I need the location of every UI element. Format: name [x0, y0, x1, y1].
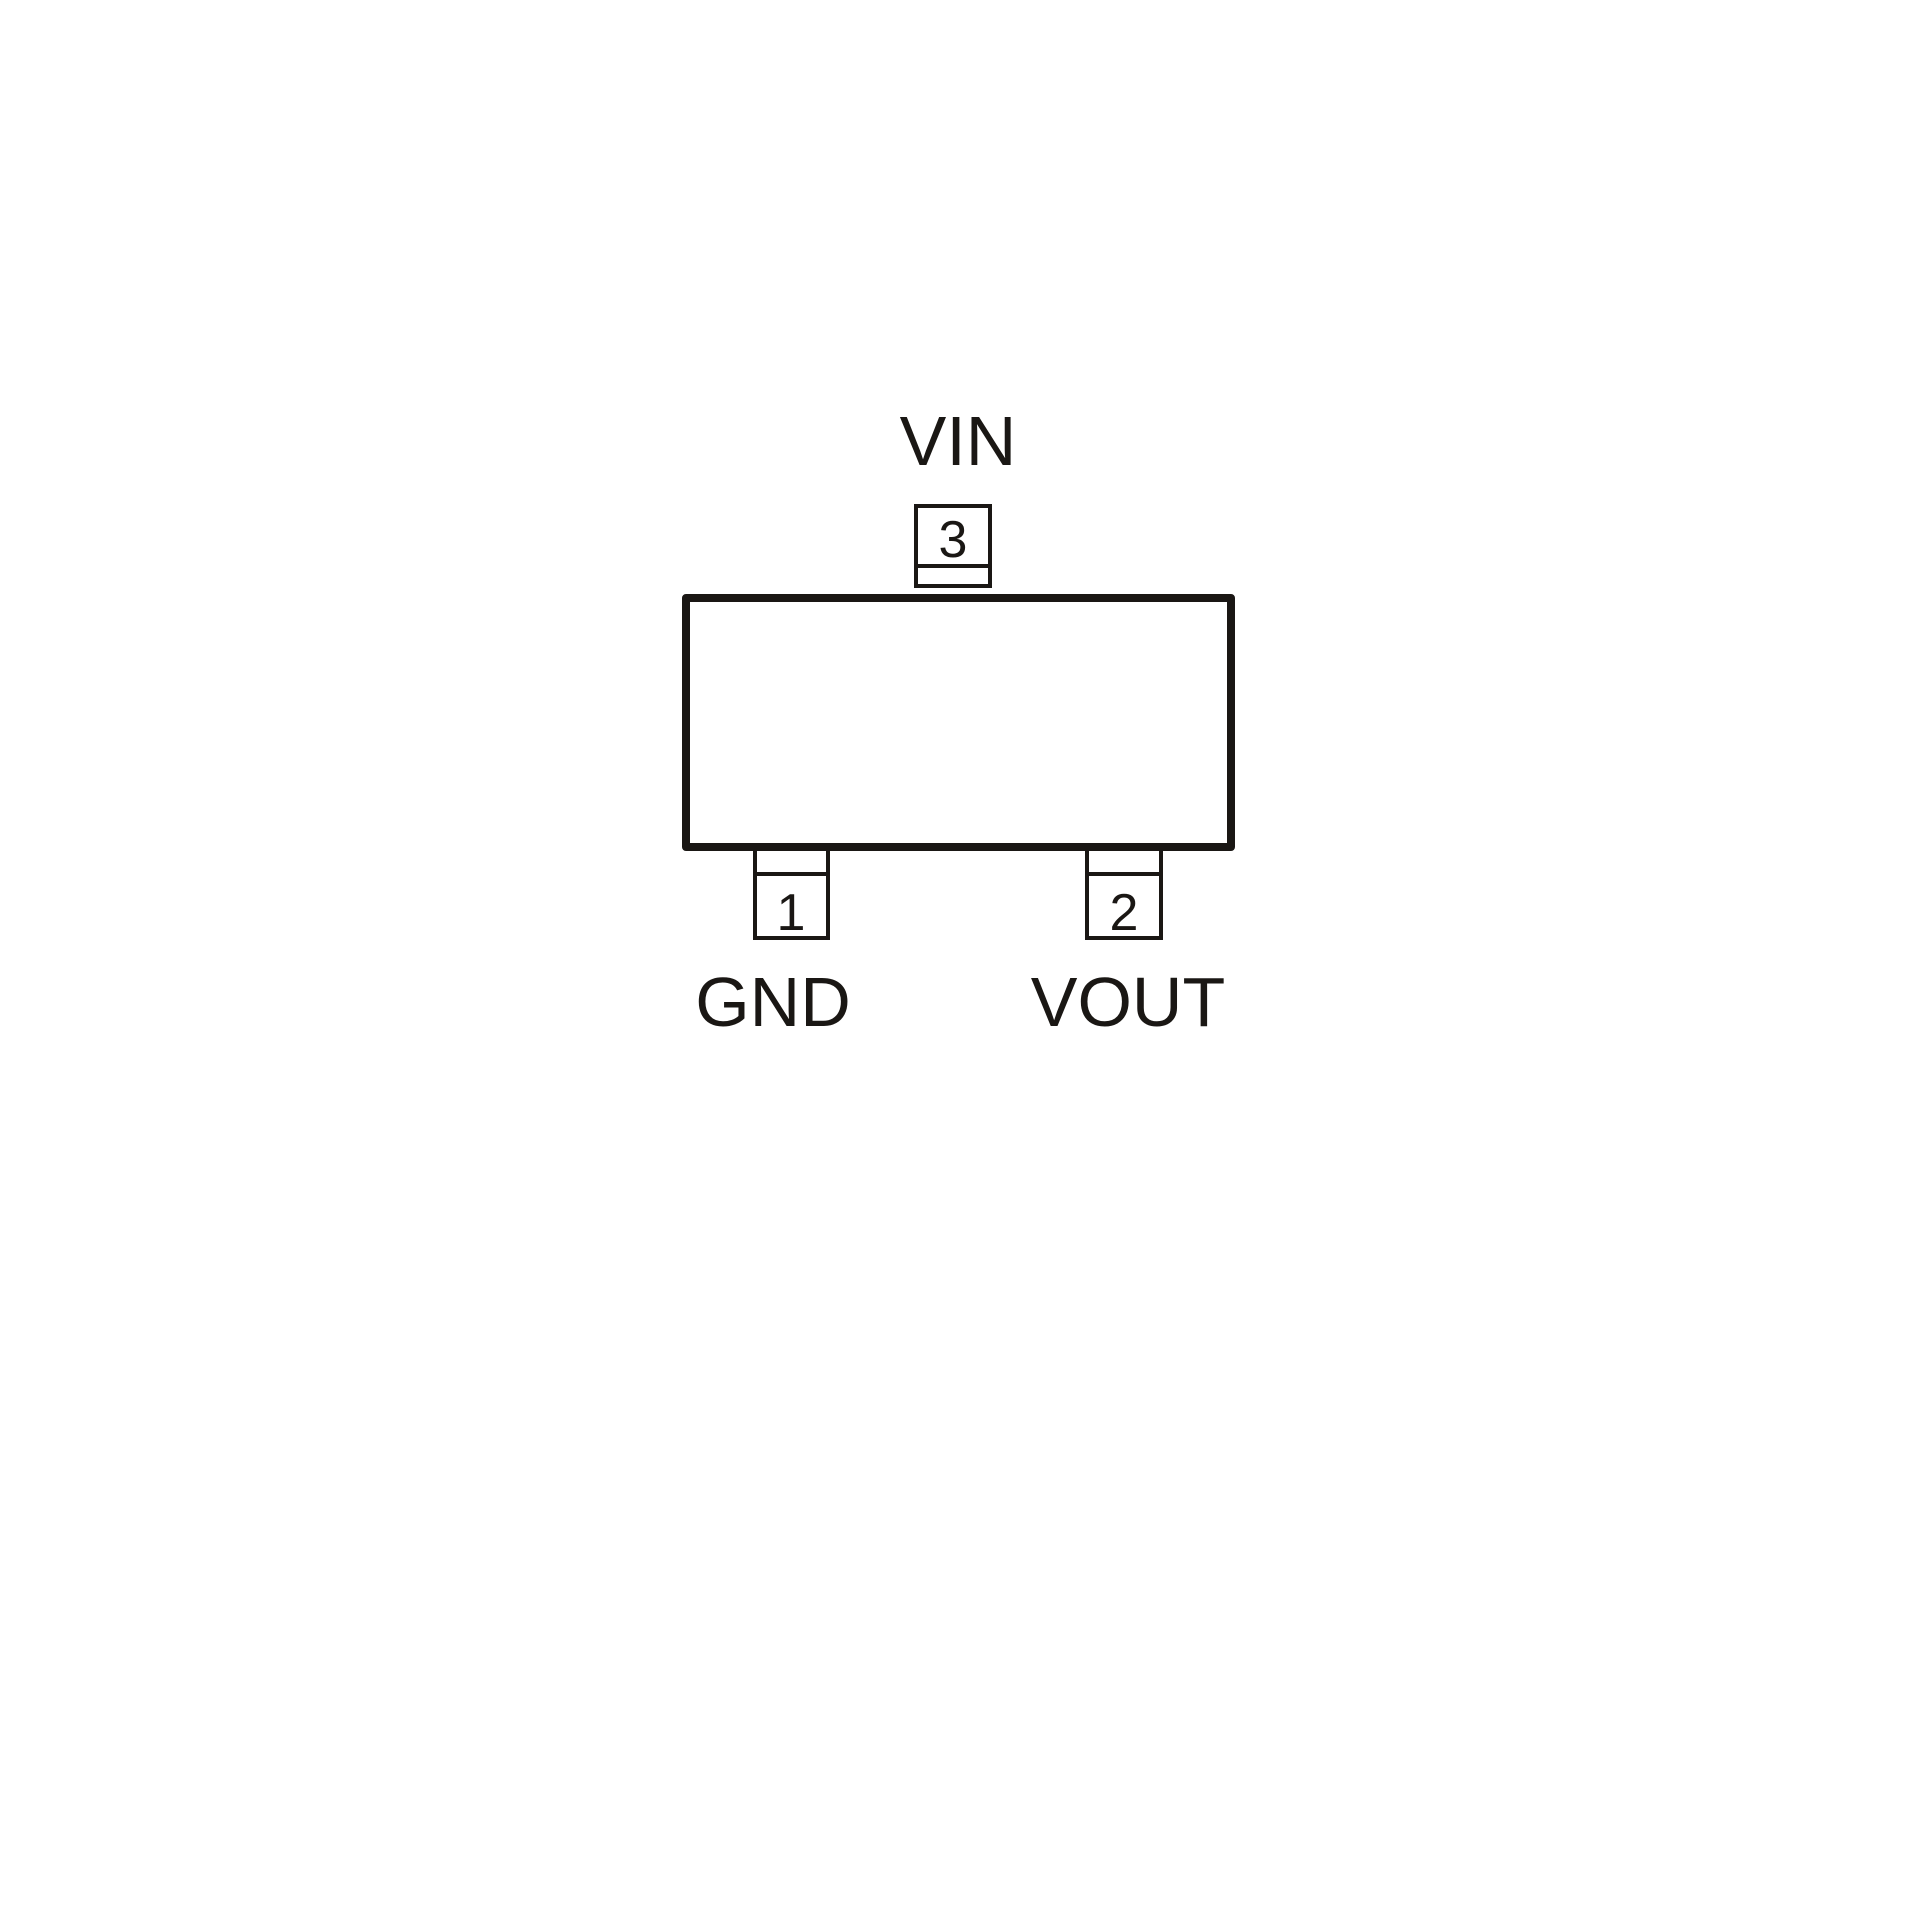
- pin-3-number: 3: [939, 511, 968, 569]
- pin-3: [914, 504, 992, 588]
- pin-1-label: GND: [695, 963, 851, 1041]
- pin-2: [1085, 844, 1163, 940]
- pin-1: [753, 844, 830, 940]
- pin-2-label: VOUT: [1031, 963, 1225, 1041]
- package-body: [682, 594, 1235, 851]
- pin-1-number: 1: [777, 884, 806, 942]
- pin-2-number: 2: [1110, 884, 1139, 942]
- pin-3-label: VIN: [900, 402, 1017, 480]
